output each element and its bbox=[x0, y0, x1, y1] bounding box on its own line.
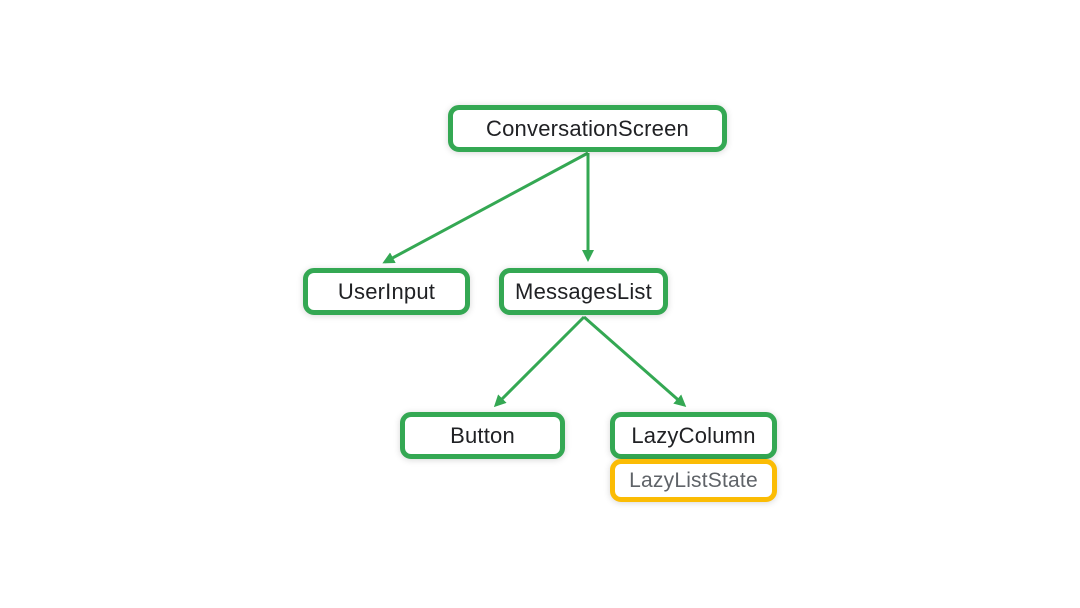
node-conversationscreen-label: ConversationScreen bbox=[486, 115, 689, 141]
node-userinput-label: UserInput bbox=[337, 278, 436, 304]
node-messageslist: MessagesList bbox=[499, 268, 668, 315]
node-button: Button bbox=[400, 412, 565, 459]
node-conversationscreen: ConversationScreen bbox=[448, 105, 727, 152]
node-lazycolumn: LazyColumn bbox=[610, 412, 777, 459]
node-lazycolumn-label: LazyColumn bbox=[631, 422, 756, 448]
edge-messageslist-lazycolumn bbox=[583, 315, 687, 407]
node-button-label: Button bbox=[450, 422, 515, 448]
edge-conversationscreen-userinput bbox=[382, 151, 589, 264]
node-lazyliststate-label: LazyListState bbox=[629, 468, 758, 492]
node-lazyliststate: LazyListState bbox=[610, 459, 777, 502]
node-messageslist-label: MessagesList bbox=[515, 278, 652, 304]
edge-messageslist-button bbox=[493, 315, 586, 408]
node-userinput: UserInput bbox=[303, 268, 470, 315]
